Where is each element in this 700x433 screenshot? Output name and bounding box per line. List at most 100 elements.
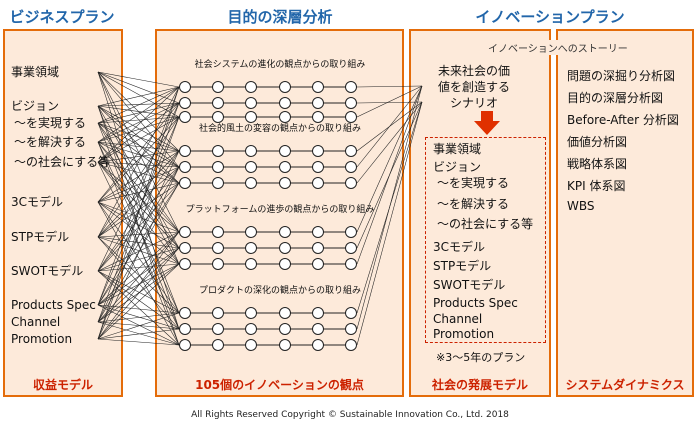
- connector-line: [97, 102, 180, 203]
- left-item-3c: 3Cモデル: [11, 195, 64, 209]
- down-arrow-icon: [474, 111, 500, 135]
- plan-item-products: Products Spec: [433, 296, 518, 310]
- connector-line: [356, 85, 423, 265]
- analysis-node: [179, 111, 191, 123]
- connector-line: [97, 71, 180, 233]
- deep-analysis-panel: [155, 29, 404, 397]
- analysis-node: [245, 145, 257, 157]
- scenario-line-1: 未来社会の価: [438, 64, 511, 78]
- connector-line: [97, 150, 180, 203]
- connector-line: [97, 105, 180, 152]
- analysis-node: [245, 258, 257, 270]
- connector-line: [97, 86, 180, 238]
- connector-line: [97, 71, 180, 104]
- connector-line: [97, 247, 180, 272]
- group-title-social-system: 社会システムの進化の観点からの取り組み: [194, 60, 366, 70]
- scenario-line-2: 値を創造する: [438, 80, 511, 94]
- connector-line: [97, 166, 180, 203]
- connector-line: [97, 247, 180, 306]
- left-item-swot: SWOTモデル: [11, 264, 84, 278]
- connector-line: [97, 102, 180, 272]
- analysis-node: [179, 307, 191, 319]
- connector-line: [97, 105, 180, 184]
- connector-line: [97, 321, 180, 330]
- deep-analysis-title: 目的の深層分析: [227, 8, 333, 26]
- connector-line: [97, 86, 180, 143]
- connector-line: [97, 102, 180, 163]
- plan-item-promotion: Promotion: [433, 327, 495, 341]
- analysis-node: [179, 97, 191, 109]
- analysis-node: [345, 161, 357, 173]
- connector-line: [356, 85, 423, 330]
- scenario-line-3: シナリオ: [450, 96, 499, 110]
- analysis-node: [312, 242, 324, 254]
- connector-line: [356, 101, 423, 184]
- analysis-node: [312, 81, 324, 93]
- connector-line: [97, 182, 180, 272]
- analysis-node: [245, 307, 257, 319]
- connector-line: [97, 71, 180, 168]
- connector-line: [97, 201, 180, 314]
- connector-line: [356, 85, 423, 88]
- connector-line: [97, 182, 180, 306]
- sd-item-before-after: Before-After 分析図: [567, 113, 679, 127]
- connector-line: [97, 166, 180, 340]
- sd-item-strategy: 戦略体系図: [567, 157, 628, 171]
- connector-line: [97, 141, 180, 249]
- connector-line: [97, 86, 180, 163]
- plan-note: ※3～5年のプラン: [436, 351, 526, 364]
- connector-line: [97, 304, 180, 314]
- connector-line: [97, 86, 180, 340]
- analysis-node: [179, 161, 191, 173]
- connector-line: [97, 116, 180, 306]
- connector-line: [356, 85, 423, 233]
- analysis-node: [179, 145, 191, 157]
- analysis-node: [312, 226, 324, 238]
- analysis-node: [279, 81, 291, 93]
- analysis-node: [212, 307, 224, 319]
- plan-item-stp: STPモデル: [433, 259, 492, 273]
- analysis-node: [312, 97, 324, 109]
- analysis-node: [312, 258, 324, 270]
- connector-line: [97, 201, 180, 233]
- plan-item-swot: SWOTモデル: [433, 278, 506, 292]
- innovation-plan-title: イノベーションプラン: [475, 8, 625, 26]
- connector-line: [97, 231, 180, 272]
- analysis-node: [212, 339, 224, 351]
- analysis-node: [312, 161, 324, 173]
- analysis-node: [212, 323, 224, 335]
- plan-item-3c: 3Cモデル: [433, 240, 486, 254]
- sd-item-kpi: KPI 体系図: [567, 179, 626, 193]
- analysis-node: [345, 97, 357, 109]
- analysis-node: [212, 258, 224, 270]
- system-dynamics-panel: [556, 29, 694, 397]
- connector-line: [356, 85, 423, 118]
- plan-item-realize: ～を実現する: [437, 176, 510, 190]
- connector-line: [356, 101, 423, 346]
- analysis-node: [212, 97, 224, 109]
- group-title-social-climate: 社会的風土の変容の観点からの取り組み: [198, 124, 361, 134]
- connector-line: [97, 86, 180, 107]
- connector-line: [97, 231, 180, 323]
- connector-line: [97, 116, 180, 163]
- connector-line: [97, 182, 180, 238]
- innovation-plan-footer: 社会の発展モデル: [431, 378, 528, 392]
- connector-line: [97, 166, 180, 272]
- connector-line: [97, 263, 180, 323]
- connector-line: [97, 116, 180, 124]
- connector-line: [97, 321, 180, 346]
- left-item-realize: ～を実現する: [14, 116, 87, 130]
- connector-line: [97, 304, 180, 346]
- analysis-node: [312, 145, 324, 157]
- connector-line: [97, 270, 180, 330]
- connector-line: [97, 236, 180, 314]
- analysis-node: [245, 81, 257, 93]
- analysis-node: [212, 145, 224, 157]
- analysis-node: [312, 111, 324, 123]
- connector-line: [97, 150, 180, 323]
- connector-line: [97, 161, 180, 249]
- connector-line: [97, 338, 180, 346]
- analysis-node: [279, 339, 291, 351]
- analysis-node: [179, 258, 191, 270]
- analysis-node: [345, 145, 357, 157]
